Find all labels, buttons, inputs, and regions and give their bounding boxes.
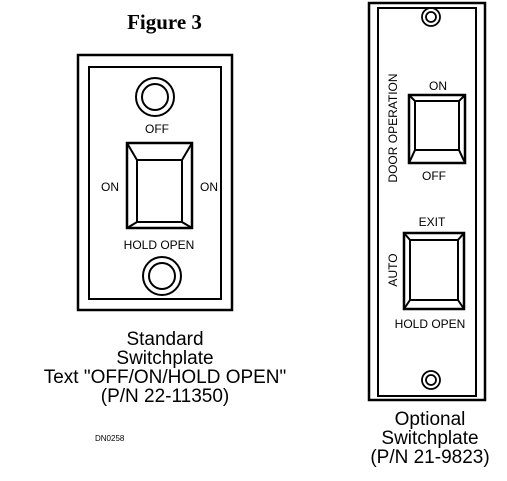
exit-auto-switch [402,231,466,311]
door-operation-switch [407,93,467,165]
optional-plate-outer [367,1,487,402]
switch1-label-top: ON [429,79,447,93]
optional-switchplate: DOOR OPERATION ON OFF EXIT AUTO HOLD OPE… [367,1,487,402]
optional-caption-line: (P/N 21-9823) [370,447,490,468]
optional-caption: Optional Switchplate (P/N 21-9823) [350,410,507,467]
standard-caption-line: (P/N 22-11350) [100,386,230,407]
standard-top-screw [135,77,175,117]
standard-label-right: ON [200,180,218,194]
standard-label-bottom: HOLD OPEN [124,238,195,252]
optional-caption-line: Optional [394,409,466,430]
optional-top-screw [421,7,441,27]
figure-code: DN0258 [95,434,125,443]
standard-caption-line: Text "OFF/ON/HOLD OPEN" [43,367,287,388]
standard-plate-inner [88,66,222,300]
figure-title: Figure 3 [127,10,202,34]
optional-plate-inner [377,7,477,397]
standard-caption: Standard Switchplate Text "OFF/ON/HOLD O… [0,330,330,406]
standard-caption-line: Switchplate [116,348,214,369]
standard-label-top: OFF [145,122,169,136]
standard-caption-line: Standard [126,329,204,350]
optional-bottom-screw [421,370,441,390]
standard-switchplate: OFF ON ON HOLD OPEN [76,53,234,312]
standard-label-left: ON [101,180,119,194]
standard-bottom-screw [142,256,182,296]
standard-rocker-switch [125,141,194,230]
switch1-label-bottom: OFF [422,169,446,183]
door-operation-label: DOOR OPERATION [386,73,400,182]
switch2-label-bottom: HOLD OPEN [395,317,466,331]
switch2-label-side: AUTO [386,253,400,286]
optional-caption-line: Switchplate [381,428,479,449]
standard-plate-outer [76,53,234,312]
switch2-label-top: EXIT [419,215,446,229]
